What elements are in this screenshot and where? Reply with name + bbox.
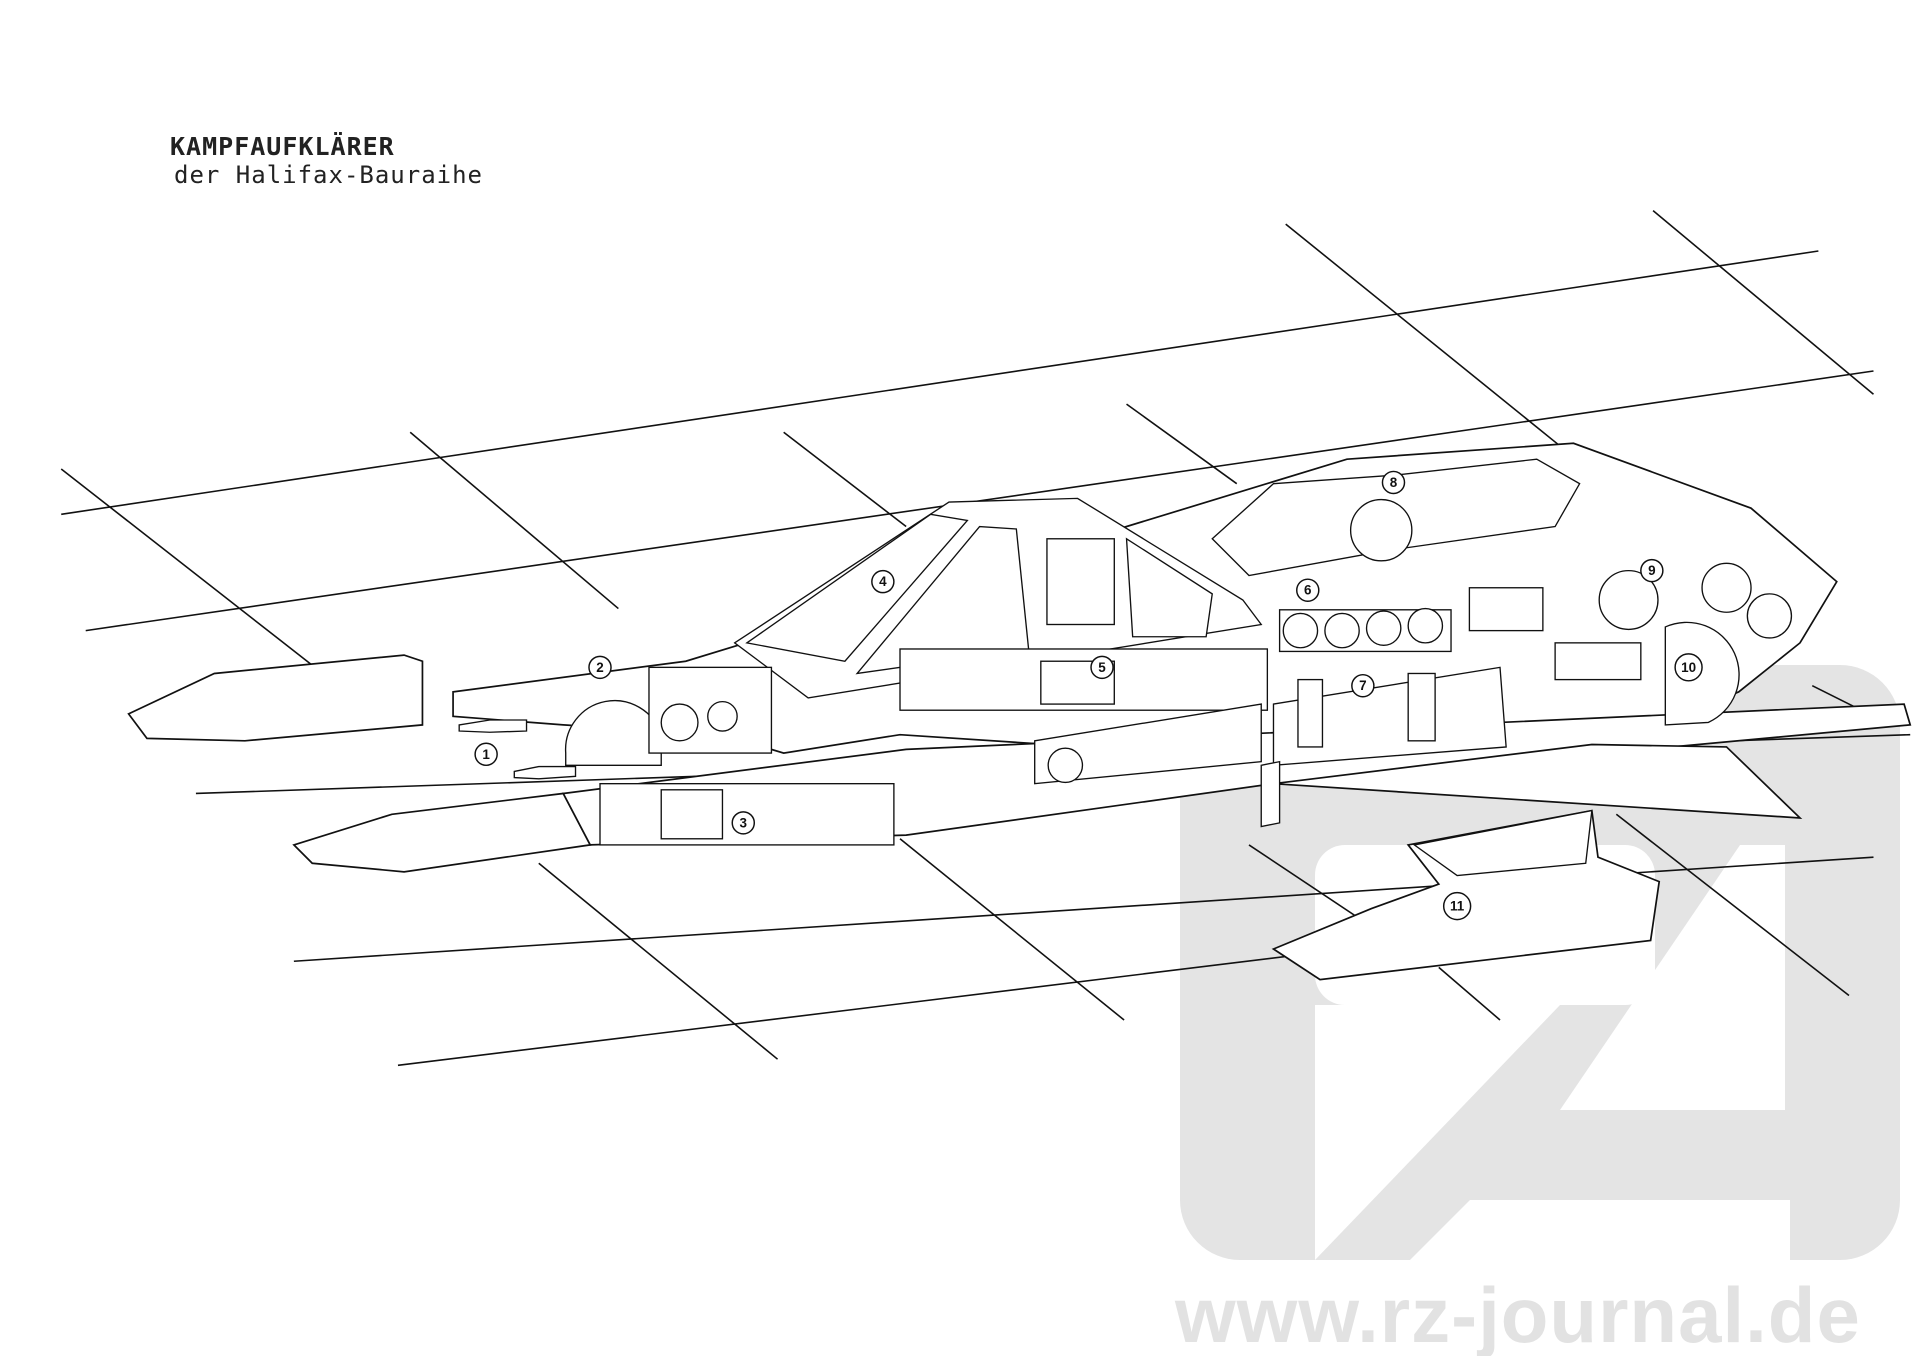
callout-8: 8 — [1381, 470, 1406, 495]
callout-6: 6 — [1296, 578, 1320, 602]
diagram-title: KAMPFAUFKLÄRER der Halifax-Bauraihe — [170, 132, 483, 189]
svg-text:3: 3 — [740, 815, 747, 830]
svg-text:9: 9 — [1648, 563, 1655, 578]
svg-text:2: 2 — [596, 660, 603, 675]
callout-4: 4 — [871, 569, 895, 594]
callout-2: 2 — [588, 655, 612, 680]
callout-10: 10 — [1674, 653, 1703, 682]
callout-9: 9 — [1640, 558, 1664, 583]
svg-text:5: 5 — [1098, 660, 1106, 675]
svg-text:10: 10 — [1681, 660, 1696, 675]
tail-cone — [1664, 621, 1740, 726]
lower-prong — [292, 792, 592, 873]
missiles — [458, 719, 577, 780]
callout-5: 5 — [1090, 655, 1114, 680]
svg-text:4: 4 — [879, 574, 887, 589]
callout-1: 1 — [474, 742, 498, 767]
canopy — [733, 497, 1263, 699]
title-line-2: der Halifax-Bauraihe — [174, 161, 483, 189]
engine-nozzles — [1278, 607, 1452, 653]
callout-7: 7 — [1351, 673, 1375, 698]
equipment-bays — [599, 587, 1642, 846]
callout-3: 3 — [731, 811, 756, 835]
wing — [1273, 743, 1803, 819]
callout-11: 11 — [1442, 891, 1472, 921]
sensor-block — [1211, 458, 1581, 577]
svg-text:6: 6 — [1304, 583, 1311, 598]
svg-text:8: 8 — [1390, 475, 1398, 490]
svg-text:1: 1 — [482, 747, 490, 762]
svg-text:11: 11 — [1450, 899, 1465, 914]
watermark-url: www.rz-journal.de — [1175, 1271, 1861, 1356]
svg-text:7: 7 — [1359, 678, 1366, 693]
upper-prong — [127, 654, 424, 742]
title-line-1: KAMPFAUFKLÄRER — [170, 132, 395, 161]
